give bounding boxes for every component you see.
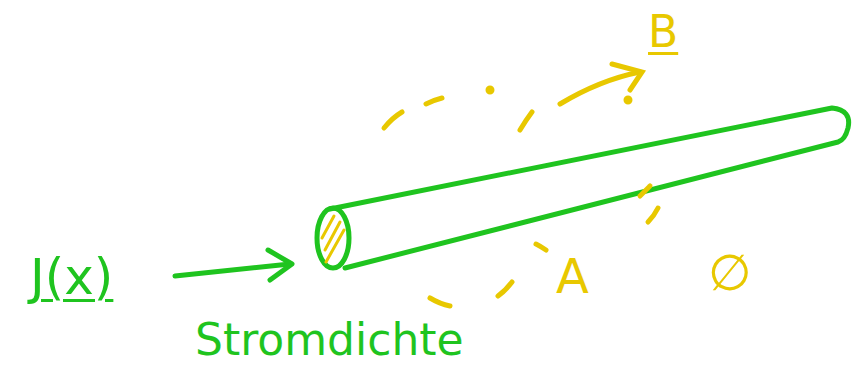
cross-section-hatch (322, 216, 344, 262)
current-arrow (175, 250, 292, 280)
magnetic-field-symbol: B (648, 10, 678, 54)
diameter-symbol: ∅ (708, 248, 752, 298)
wire-outline (317, 108, 849, 268)
current-density-label: Stromdichte (195, 318, 464, 362)
area-symbol: A (556, 252, 589, 300)
current-density-symbol: J(x) (30, 252, 113, 302)
field-lines (384, 64, 658, 306)
